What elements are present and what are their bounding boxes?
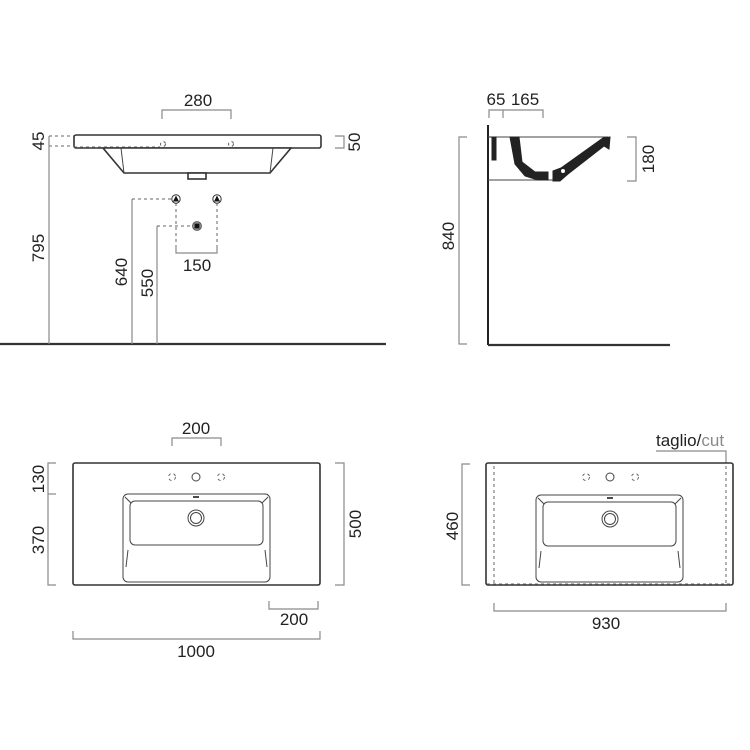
basin-bowl-section xyxy=(509,136,549,181)
cut-label-secondary: cut xyxy=(701,431,724,450)
cut-drain-outer xyxy=(601,510,619,528)
dim-side-ledge-label: 200 xyxy=(280,610,308,629)
dim-back-depth-label: 130 xyxy=(29,465,48,493)
bowl-body xyxy=(101,147,293,174)
bowl-side-right xyxy=(264,549,268,568)
plan-view: 200 130 370 500 200 1000 xyxy=(29,419,365,661)
dim-top-thickness-label: 45 xyxy=(29,132,48,151)
dim-50-line xyxy=(335,135,345,149)
basin-front-section xyxy=(552,136,611,182)
tap-hole-left xyxy=(168,473,176,481)
cut-drain-inner xyxy=(604,513,616,525)
bowl-side-left xyxy=(125,549,129,568)
tap-hole-hidden-left xyxy=(160,141,166,147)
dim-wall-offset-label: 65 xyxy=(487,90,506,109)
dim-65-165-line xyxy=(488,109,544,118)
front-elevation-view: 280 45 795 50 640 550 150 xyxy=(0,91,386,346)
cut-bowl-outer xyxy=(535,494,684,583)
dim-basin-depth-label: 180 xyxy=(639,145,658,173)
cut-bowl-corner-tl xyxy=(537,497,545,505)
dim-bowl-depth-label: 370 xyxy=(29,526,48,554)
dim-200-top-line xyxy=(171,437,222,446)
dim-supply-height-label: 640 xyxy=(112,258,131,286)
cut-label: taglio/cut xyxy=(656,431,724,450)
bowl-corner-tr xyxy=(261,496,269,504)
dim-tap-spacing-label: 280 xyxy=(184,91,212,110)
tap-hole-hidden-right xyxy=(228,141,234,147)
bowl-corner-tl xyxy=(124,496,132,504)
dim-930-line xyxy=(493,603,727,612)
tap-hole-center xyxy=(191,472,201,482)
cut-bowl-inner xyxy=(542,501,677,547)
bowl-outer xyxy=(122,493,271,583)
dim-supply-spacing-label: 150 xyxy=(183,256,211,275)
dim-tap-hole-spacing-label: 200 xyxy=(182,419,210,438)
dim-150-line xyxy=(175,246,218,254)
dim-overall-width-label: 1000 xyxy=(177,642,215,661)
cut-bowl-side-right xyxy=(677,550,681,569)
dim-280-line xyxy=(161,109,232,119)
hot-supply-icon xyxy=(171,194,181,204)
dim-top-height-label: 795 xyxy=(29,234,48,262)
cut-tap-hole-center xyxy=(605,472,615,482)
drain-outer xyxy=(187,509,205,527)
countertop-slab xyxy=(73,134,322,149)
waste-outlet-icon xyxy=(192,221,202,231)
dim-200-bottom-line xyxy=(268,601,319,610)
cut-bowl-side-left xyxy=(538,550,542,569)
cut-bowl-corner-tr xyxy=(674,497,682,505)
drain-inner xyxy=(190,512,202,524)
dim-waste-height-label: 550 xyxy=(138,269,157,297)
side-section-view: 65 165 180 840 xyxy=(439,90,670,347)
dim-460-line xyxy=(461,463,470,586)
basin-back-wall-section xyxy=(489,136,497,161)
dim-180-line xyxy=(627,136,637,182)
drain-stub xyxy=(187,172,207,180)
dim-overall-depth-label: 500 xyxy=(346,510,365,538)
bowl-edge-right xyxy=(269,147,274,174)
dim-cut-width-label: 930 xyxy=(592,614,620,633)
bowl-edge-left xyxy=(120,147,125,174)
cut-leader-line xyxy=(656,450,727,463)
dim-1000-line xyxy=(72,631,321,640)
dim-total-height-label: 840 xyxy=(439,222,458,250)
dim-130-370-line xyxy=(47,462,56,586)
cut-tap-hole-right xyxy=(631,473,639,481)
cut-tap-hole-left xyxy=(582,473,590,481)
cut-plan-view: taglio/cut 460 930 xyxy=(443,431,734,633)
dim-rim-height-label: 50 xyxy=(345,133,364,152)
dim-500-line xyxy=(335,462,345,586)
tap-hole-right xyxy=(217,473,225,481)
bowl-inner xyxy=(129,500,264,546)
dim-840-line xyxy=(458,136,467,345)
dim-cut-depth-label: 460 xyxy=(443,512,462,540)
dim-bowl-offset-label: 165 xyxy=(511,90,539,109)
cold-supply-icon xyxy=(212,194,222,204)
overflow-hole xyxy=(561,169,565,173)
cut-label-main: taglio/ xyxy=(656,431,702,450)
